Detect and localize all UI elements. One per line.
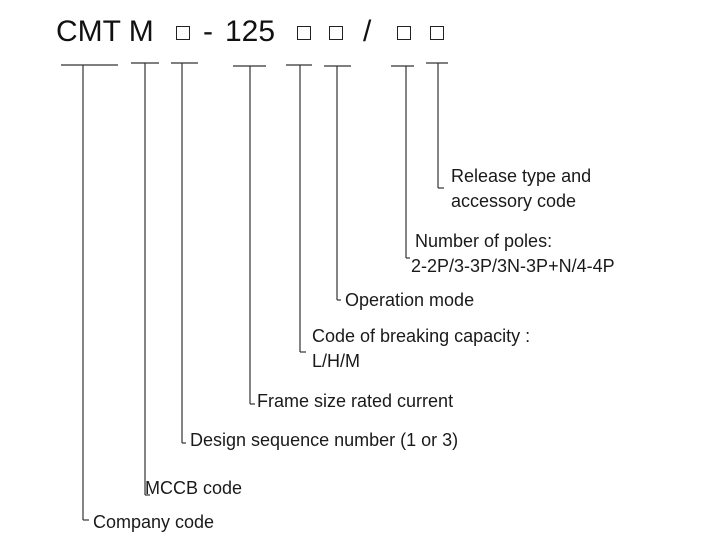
code-slash: / [363,15,372,48]
code-prefix: CMT M [56,15,154,48]
code-dash: - [203,15,213,48]
placeholder-box-poles [397,26,411,40]
label-company-code: Company code [93,512,215,532]
label-frame-size-rated-current: Frame size rated current [257,391,454,411]
label-operation-mode: Operation mode [345,290,475,310]
label-release-type-line1: Release type and [451,166,592,186]
label-release-type-line2: accessory code [451,191,577,211]
label-number-of-poles-line1: Number of poles: [415,231,553,251]
placeholder-box-release-type [430,26,444,40]
label-number-of-poles-line2: 2-2P/3-3P/3N-3P+N/4-4P [411,256,615,276]
code-frame-size: 125 [225,15,276,48]
label-breaking-capacity-line1: Code of breaking capacity : [312,326,531,346]
placeholder-box-design-sequence [176,26,190,40]
label-breaking-capacity-line2: L/H/M [312,351,361,371]
label-design-sequence: Design sequence number (1 or 3) [190,430,459,450]
placeholder-box-breaking-capacity [297,26,311,40]
label-mccb-code: MCCB code [145,478,243,498]
placeholder-box-operation-mode [329,26,343,40]
